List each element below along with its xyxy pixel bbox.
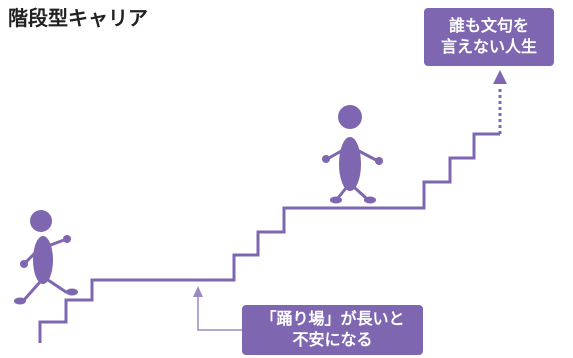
callout-landing: 「踊り場」が長いと 不安になる (242, 305, 423, 355)
callout-goal-line2: 言えない人生 (440, 37, 537, 56)
landing-pointer-line (197, 296, 242, 331)
callout-landing-line1: 「踊り場」が長いと (260, 309, 405, 329)
landing-pointer-head (193, 286, 203, 297)
callout-goal-line1: 誰も文句を (448, 16, 529, 36)
walking-figure-top (322, 105, 383, 204)
callout-landing-line2: 不安になる (292, 330, 373, 349)
callout-goal: 誰も文句を 言えない人生 (424, 8, 554, 66)
figure-top-body (339, 137, 361, 191)
figure-top-head (338, 105, 362, 129)
figure-left-body (33, 236, 53, 284)
staircase-line (38, 132, 500, 343)
dotted-arrow-head (493, 70, 507, 84)
figure-left-head (30, 210, 52, 232)
walking-figure-left (14, 210, 78, 305)
page-title: 階段型キャリア (8, 6, 148, 30)
